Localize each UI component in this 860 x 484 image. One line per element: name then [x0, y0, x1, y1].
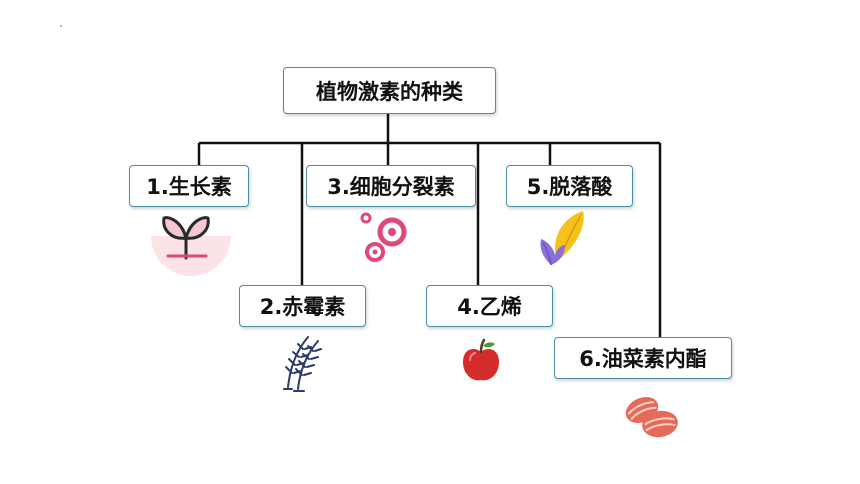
- node-abscisic-acid: 5.脱落酸: [506, 165, 633, 207]
- seeds-icon: [625, 396, 678, 438]
- wheat-icon: [283, 336, 322, 392]
- node-brassinosteroid: 6.油菜素内酯: [554, 337, 732, 379]
- node-ethylene: 4.乙烯: [426, 285, 553, 327]
- decorative-dot: [60, 25, 62, 27]
- node-gibberellin-label: 2.赤霉素: [259, 295, 346, 319]
- cells-icon: [360, 212, 407, 262]
- root-label: 植物激素的种类: [316, 79, 463, 104]
- apple-icon: [463, 338, 499, 381]
- node-brassinosteroid-label: 6.油菜素内酯: [579, 347, 707, 371]
- node-auxin-label: 1.生长素: [146, 175, 232, 199]
- node-cytokinin-label: 3.细胞分裂素: [327, 175, 455, 199]
- seedling-icon: [151, 216, 231, 276]
- node-abscisic-acid-label: 5.脱落酸: [526, 175, 613, 199]
- node-gibberellin: 2.赤霉素: [239, 285, 366, 327]
- node-ethylene-label: 4.乙烯: [457, 295, 522, 319]
- root-node: 植物激素的种类: [283, 67, 496, 114]
- node-auxin: 1.生长素: [129, 165, 249, 207]
- node-cytokinin: 3.细胞分裂素: [306, 165, 476, 207]
- leaves-icon: [540, 211, 584, 266]
